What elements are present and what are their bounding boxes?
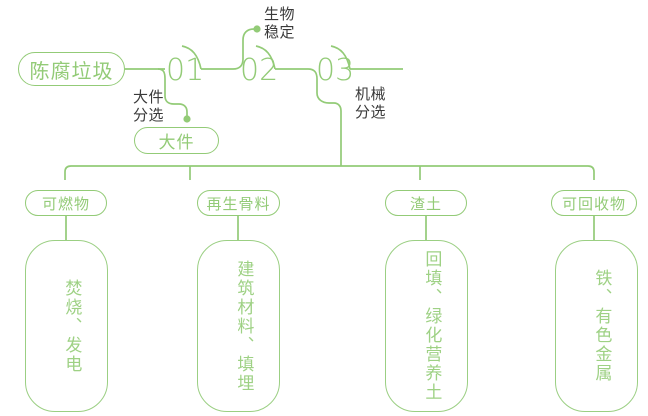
destination-box-aggregate[interactable]: 建筑材料、填埋 <box>197 240 280 412</box>
stage-02-annotation-line1: 生物 <box>264 6 296 23</box>
stage-number-03: 03 <box>316 53 355 88</box>
stage-02-annotation-line2: 稳定 <box>264 23 296 41</box>
destination-text-combustible: 焚烧、发电 <box>62 278 82 374</box>
stage-03-annotation-line2: 分选 <box>355 103 387 121</box>
destination-box-recyclable[interactable]: 铁、有色金属 <box>555 240 638 412</box>
arc-02 <box>255 45 276 70</box>
wire-03-to-trunk <box>307 68 342 166</box>
arc-01 <box>181 45 202 70</box>
destination-text-aggregate: 建筑材料、填埋 <box>234 259 254 393</box>
branch-node-bulky[interactable]: 大件 <box>134 127 219 154</box>
stage-03-annotation: 机械 分选 <box>355 86 386 121</box>
stage-number-02: 02 <box>240 53 279 88</box>
dot-bulky-endpoint <box>183 115 191 123</box>
destination-box-slag-soil[interactable]: 回填、绿化营养土 <box>385 240 468 412</box>
stage-01-annotation-line1: 大件 <box>133 89 165 106</box>
category-pill-combustible[interactable]: 可燃物 <box>25 190 107 216</box>
category-pill-recyclable[interactable]: 可回收物 <box>551 190 637 216</box>
category-pill-slag-soil[interactable]: 渣土 <box>385 190 467 216</box>
dot-bio-endpoint <box>253 25 261 33</box>
arc-03 <box>330 45 351 70</box>
stage-number-01: 01 <box>166 53 205 88</box>
stage-02-annotation: 生物 稳定 <box>264 6 295 41</box>
destination-box-combustible[interactable]: 焚烧、发电 <box>25 240 108 412</box>
destination-text-slag-soil: 回填、绿化营养土 <box>422 250 442 402</box>
wire-01-to-bulky <box>157 68 188 119</box>
destination-text-recyclable: 铁、有色金属 <box>592 269 612 383</box>
distribution-trunk <box>64 165 595 180</box>
wire-02-to-bio <box>232 28 258 70</box>
stage-01-annotation-line2: 分选 <box>133 106 165 124</box>
category-pill-aggregate[interactable]: 再生骨料 <box>197 190 280 216</box>
source-node[interactable]: 陈腐垃圾 <box>18 52 125 86</box>
stage-01-annotation: 大件 分选 <box>133 89 164 124</box>
stage-03-annotation-line1: 机械 <box>355 86 387 103</box>
